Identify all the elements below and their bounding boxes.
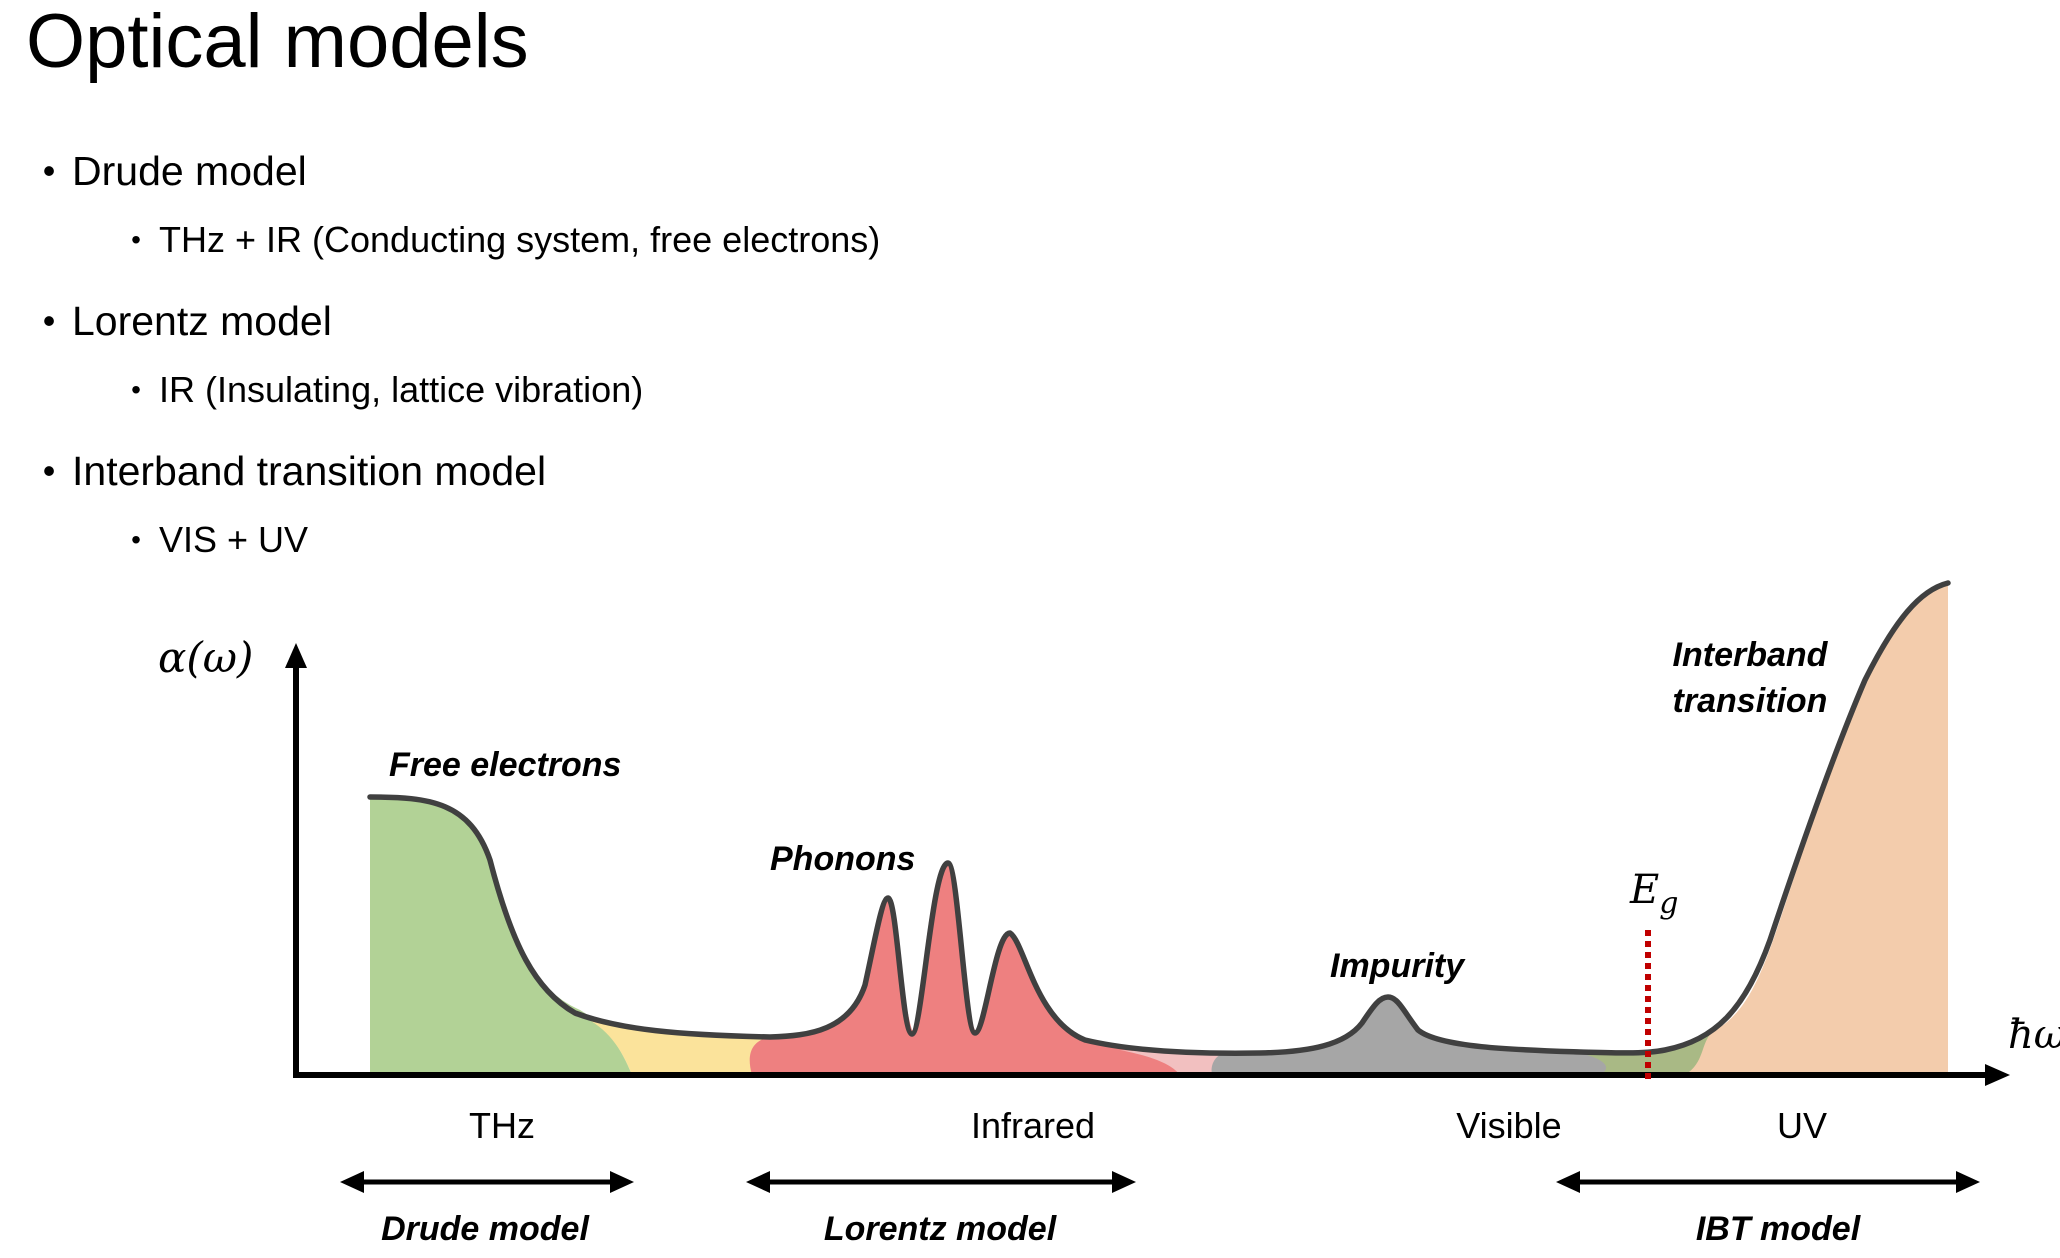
ibt-model-label: IBT model xyxy=(1696,1210,1862,1248)
bullet-drude-model: • Drude model xyxy=(26,143,307,199)
x-axis-label: ħω xyxy=(2008,1012,2060,1058)
drude-model-label: Drude model xyxy=(381,1210,590,1248)
y-axis-label: α(ω) xyxy=(158,633,253,682)
sub-bullet-interband: • VIS + UV xyxy=(113,515,308,565)
bullet-label: Lorentz model xyxy=(72,297,332,344)
lorentz-model-label: Lorentz model xyxy=(824,1210,1058,1248)
phonon-tail-fill xyxy=(1120,1050,1230,1075)
ibt-range-arrow xyxy=(1556,1171,1980,1193)
sub-bullet-label: VIS + UV xyxy=(159,519,309,560)
sub-bullet-label: THz + IR (Conducting system, free electr… xyxy=(159,219,881,260)
lorentz-range-arrow xyxy=(746,1171,1136,1193)
impurity-fill xyxy=(1211,997,1660,1075)
region-thz-label: THz xyxy=(469,1105,535,1146)
y-axis-arrowhead xyxy=(285,643,307,668)
interband-label-line1: Interband xyxy=(1673,636,1829,674)
bullet-label: Interband transition model xyxy=(72,447,547,494)
bullet-dot: • xyxy=(131,374,141,405)
bullet-dot: • xyxy=(42,150,56,191)
bullet-lorentz-model: • Lorentz model xyxy=(26,293,332,349)
free-electrons-fill xyxy=(370,797,632,1075)
drude-range-arrow xyxy=(340,1171,634,1193)
sub-bullet-label: IR (Insulating, lattice vibration) xyxy=(159,369,644,410)
sub-bullet-lorentz: • IR (Insulating, lattice vibration) xyxy=(113,365,643,415)
region-uv-label: UV xyxy=(1777,1105,1827,1146)
sub-bullet-drude: • THz + IR (Conducting system, free elec… xyxy=(113,215,880,265)
bullet-list: • Drude model • THz + IR (Conducting sys… xyxy=(0,0,1300,580)
interband-label-line2: transition xyxy=(1673,682,1828,720)
free-electrons-label: Free electrons xyxy=(389,746,621,784)
region-infrared-label: Infrared xyxy=(971,1105,1095,1146)
page-title: Optical models xyxy=(26,0,529,84)
phonons-label: Phonons xyxy=(770,840,915,878)
bullet-interband-model: • Interband transition model xyxy=(26,443,546,499)
region-visible-label: Visible xyxy=(1456,1105,1561,1146)
bullet-dot: • xyxy=(42,300,56,341)
interband-fill xyxy=(1685,583,1948,1075)
x-axis-arrowhead xyxy=(1985,1064,2010,1086)
bullet-label: Drude model xyxy=(72,147,307,194)
band-gap-label: Eg xyxy=(1629,867,1678,921)
bullet-dot: • xyxy=(131,224,141,255)
impurity-label: Impurity xyxy=(1330,947,1466,985)
phonons-fill xyxy=(749,862,1180,1075)
absorption-curve xyxy=(367,580,1951,1056)
bullet-dot: • xyxy=(42,450,56,491)
bullet-dot: • xyxy=(131,524,141,555)
